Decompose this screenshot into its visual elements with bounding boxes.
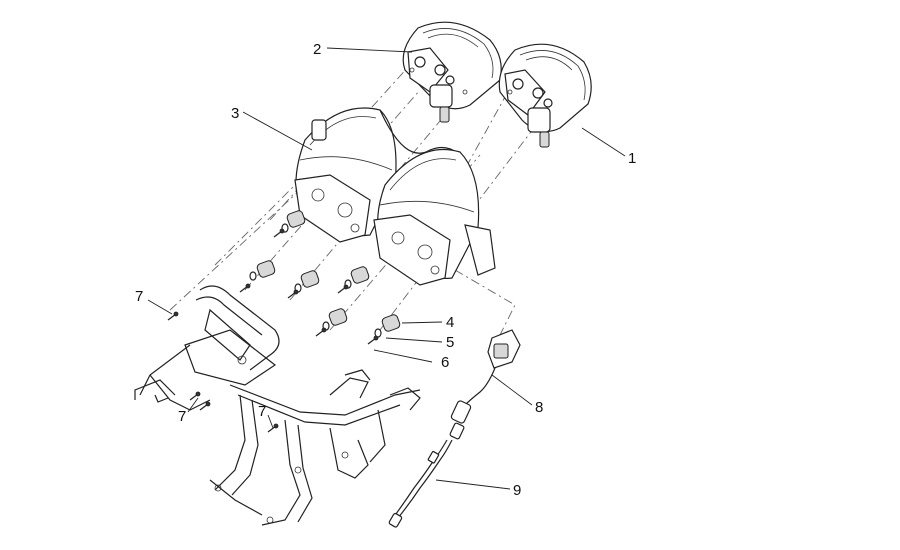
- rubber-mounts: [256, 210, 401, 332]
- callout-labels: 1 2 3 4 5 6 7 7 7 8 9: [135, 41, 636, 499]
- callout-4: 4: [446, 314, 454, 331]
- callout-6: 6: [441, 354, 449, 371]
- callout-7-c: 7: [258, 403, 266, 420]
- callout-9: 9: [513, 482, 521, 499]
- wiring-connector: [450, 329, 521, 424]
- instrument-cluster-right: [498, 43, 592, 148]
- callout-8: 8: [535, 399, 543, 416]
- instrument-cluster-left: [402, 21, 502, 123]
- callout-7-a: 7: [135, 288, 143, 305]
- instrument-housing: [294, 107, 496, 286]
- screws: [167, 228, 379, 433]
- callout-3: 3: [231, 105, 239, 122]
- cable-harness: [388, 422, 465, 528]
- callout-2: 2: [313, 41, 321, 58]
- leader-lines: [147, 47, 626, 490]
- callout-5: 5: [446, 334, 454, 351]
- callout-1: 1: [628, 150, 636, 167]
- callout-7-b: 7: [178, 408, 186, 425]
- mounting-bracket: [134, 285, 421, 526]
